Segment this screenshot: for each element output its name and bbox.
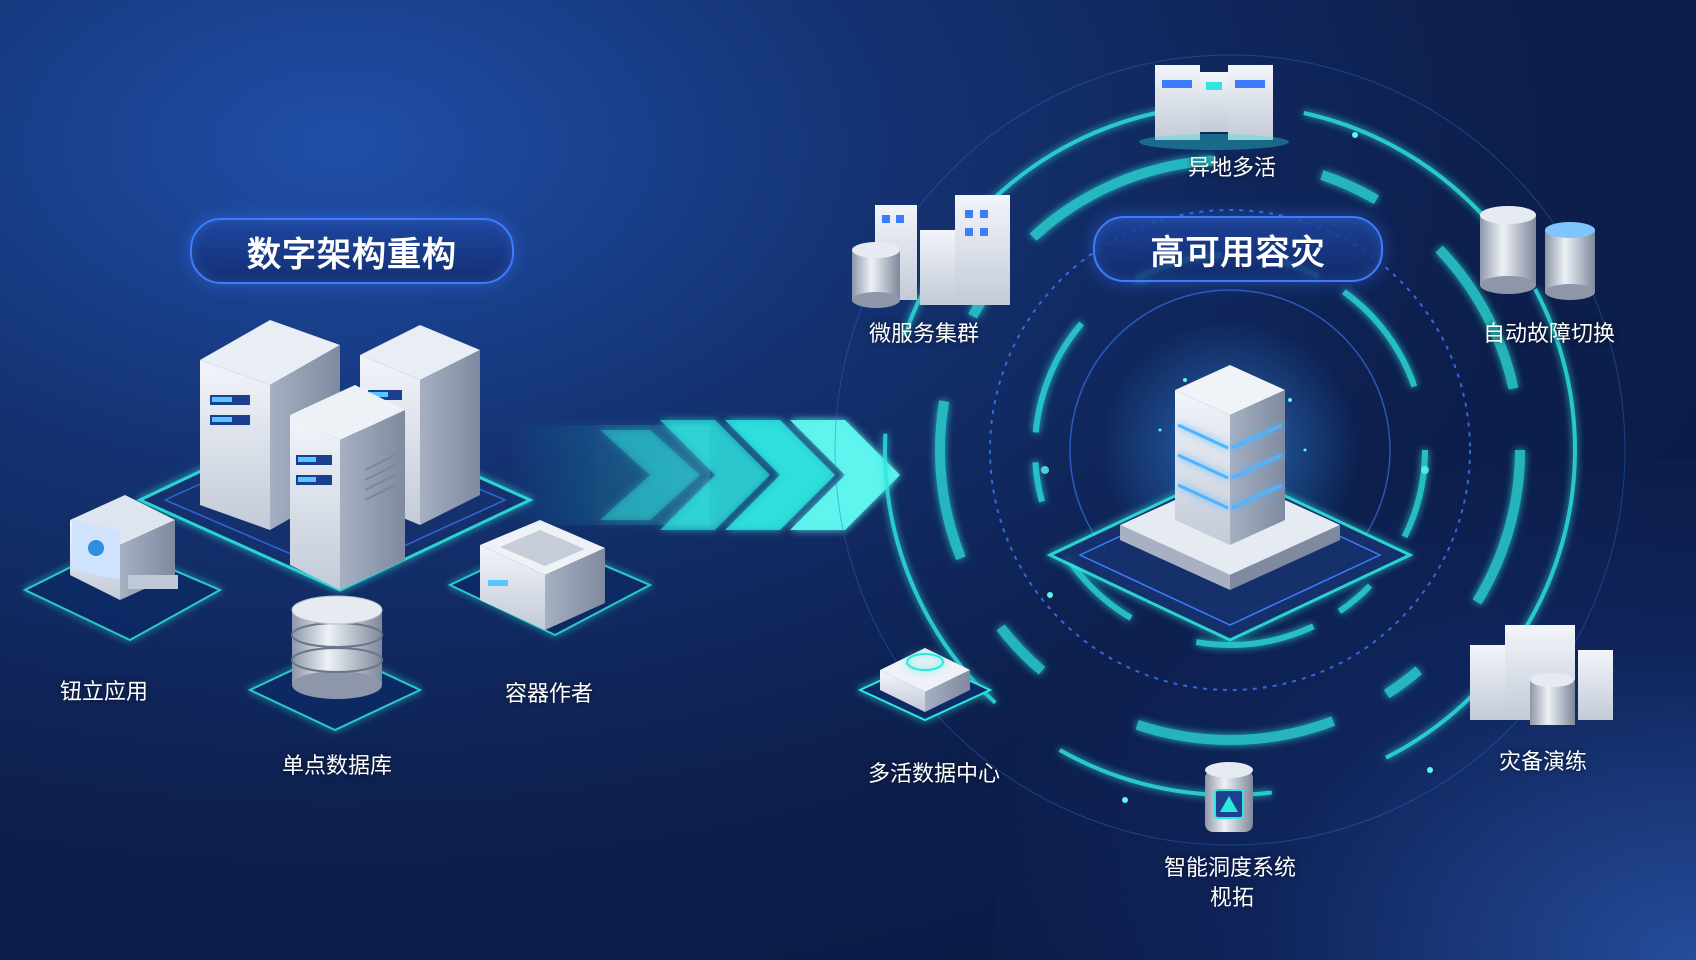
- label-auto-failover: 自动故障切换: [1482, 322, 1616, 347]
- transition-arrows: [510, 420, 900, 530]
- label-standalone-app: 钮立应用: [60, 680, 149, 705]
- dr-drill-buildings-icon: [1470, 625, 1613, 725]
- title-digital-architecture-restructure: 数字架构重构: [190, 218, 514, 284]
- geo-active-servers-icon: [1139, 65, 1289, 150]
- container-box-icon: [480, 520, 605, 630]
- label-multi-active-datacenter: 多活数据中心: [867, 762, 1001, 787]
- label-smart-scheduler-line2: 枧拓: [1209, 886, 1255, 911]
- label-smart-scheduler-line1: 智能洞度系统: [1163, 856, 1297, 881]
- title-high-availability-disaster-recovery: 高可用容灾: [1093, 216, 1383, 282]
- auto-failover-databases-icon: [1480, 206, 1595, 300]
- microservice-cluster-icon: [852, 195, 1010, 308]
- label-single-database: 单点数据库: [282, 754, 393, 779]
- sparkle-particles: [1041, 132, 1433, 803]
- label-container: 容器作者: [505, 682, 594, 707]
- computer-terminal-icon: [70, 495, 178, 600]
- smart-scheduler-icon: [1205, 762, 1253, 832]
- multi-active-datacenter-icon: [857, 648, 993, 722]
- server-rack-icon: [290, 385, 405, 590]
- label-microservice-cluster: 微服务集群: [868, 322, 980, 347]
- label-dr-drill: 灾备演练: [1498, 750, 1588, 775]
- database-cylinder-icon: [291, 595, 383, 699]
- label-geo-active: 异地多活: [1187, 156, 1277, 181]
- core-server-stack-icon: [1175, 365, 1285, 545]
